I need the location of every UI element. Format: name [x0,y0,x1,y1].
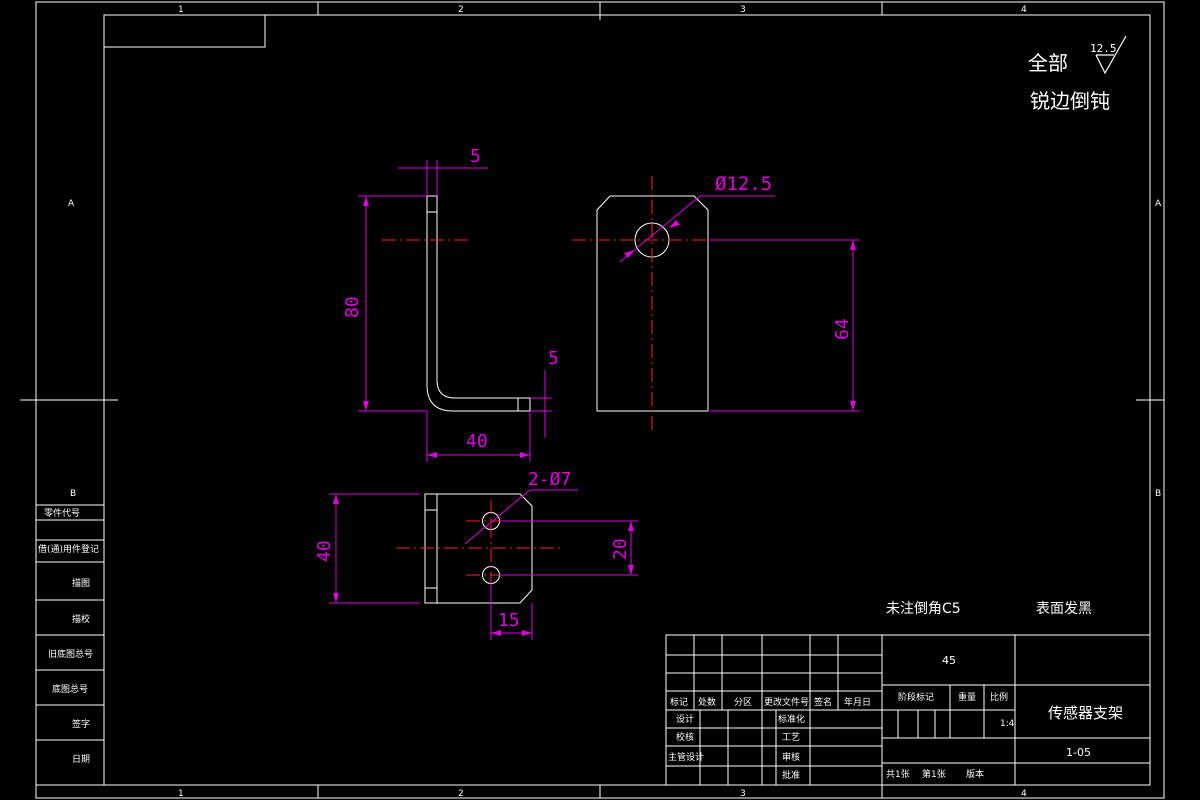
zone-bottom-4: 4 [1021,789,1027,799]
zone-top-1: 1 [178,5,184,15]
top-left-box [103,14,266,48]
left-table-grid [35,504,105,786]
part-name: 传感器支架 [1048,704,1123,722]
dim-width-40-top: 40 [314,540,335,562]
zone-top-3: 3 [740,5,746,15]
hdr-marking: 标记 [670,696,688,708]
top-view [396,493,560,604]
dim-spacing-20: 20 [610,538,631,560]
dim-width-40: 40 [466,431,488,452]
drawing-number: 1-05 [1066,746,1091,759]
zone-bottom-1: 1 [178,789,184,799]
scale-label: 比例 [990,691,1008,703]
left-row-3: 描图 [72,577,90,589]
zone-right-b: B [1155,489,1161,499]
left-row-7: 签字 [72,718,90,730]
hdr-change-doc: 更改文件号 [764,696,809,708]
mid-standard: 标准化 [778,713,805,725]
dim-hole-dia: Ø12.5 [715,173,772,195]
dim-height-64: 64 [832,318,853,340]
row-check: 校核 [676,731,694,743]
stage-label: 阶段标记 [898,691,934,703]
surface-note: 表面发黑 [1036,601,1092,617]
mid-review: 审核 [782,751,800,763]
zone-top-2: 2 [458,5,464,15]
row-chief-design: 主管设计 [668,751,704,763]
zone-left-b: B [70,489,76,499]
side-view [572,176,735,432]
weight-label: 重量 [958,691,976,703]
dim-thickness-top: 5 [470,146,481,167]
roughness-symbol [1095,35,1127,75]
version-label: 版本 [966,768,984,780]
chamfer-note: 未注倒角C5 [886,601,961,617]
hdr-zone: 分区 [734,697,752,708]
left-row-6: 底图总号 [52,683,88,695]
scale-value: 1:4 [1000,719,1015,729]
left-row-1: 零件代号 [44,507,80,519]
deburr-note: 锐边倒钝 [1030,89,1110,113]
left-row-4: 描校 [72,613,90,625]
left-row-2: 借(通)用件登记 [38,543,99,555]
top-dimensions [329,489,638,640]
hdr-count: 处数 [698,696,716,708]
outer-frame [35,1,1165,799]
row-design: 设计 [676,713,694,725]
material-value: 45 [942,654,956,667]
sheet-number: 第1张 [922,768,946,780]
side-dimensions [619,195,860,412]
dim-offset-15: 15 [498,610,520,631]
zone-top-4: 4 [1021,5,1027,15]
left-row-8: 日期 [72,754,90,765]
hdr-signature: 签名 [814,696,832,708]
dim-holes-top: 2-Ø7 [528,469,571,490]
front-view [382,195,531,412]
title-block-grid [665,634,1151,786]
zone-left-a: A [68,199,75,209]
sheets-total: 共1张 [886,769,910,780]
zone-right-a: A [1155,199,1162,209]
front-dimensions [358,160,552,462]
dim-height-80: 80 [342,296,363,318]
dim-thickness-foot: 5 [548,348,559,369]
hdr-date: 年月日 [844,696,871,708]
mid-approve: 批准 [782,769,800,781]
zone-bottom-2: 2 [458,789,464,799]
mid-process: 工艺 [782,732,800,743]
zone-ticks [20,2,1164,798]
roughness-value: 12.5 [1090,42,1117,55]
inner-frame [103,14,1151,786]
left-row-5: 旧底图总号 [48,648,93,660]
roughness-prefix: 全部 [1028,51,1068,75]
zone-bottom-3: 3 [740,789,746,799]
